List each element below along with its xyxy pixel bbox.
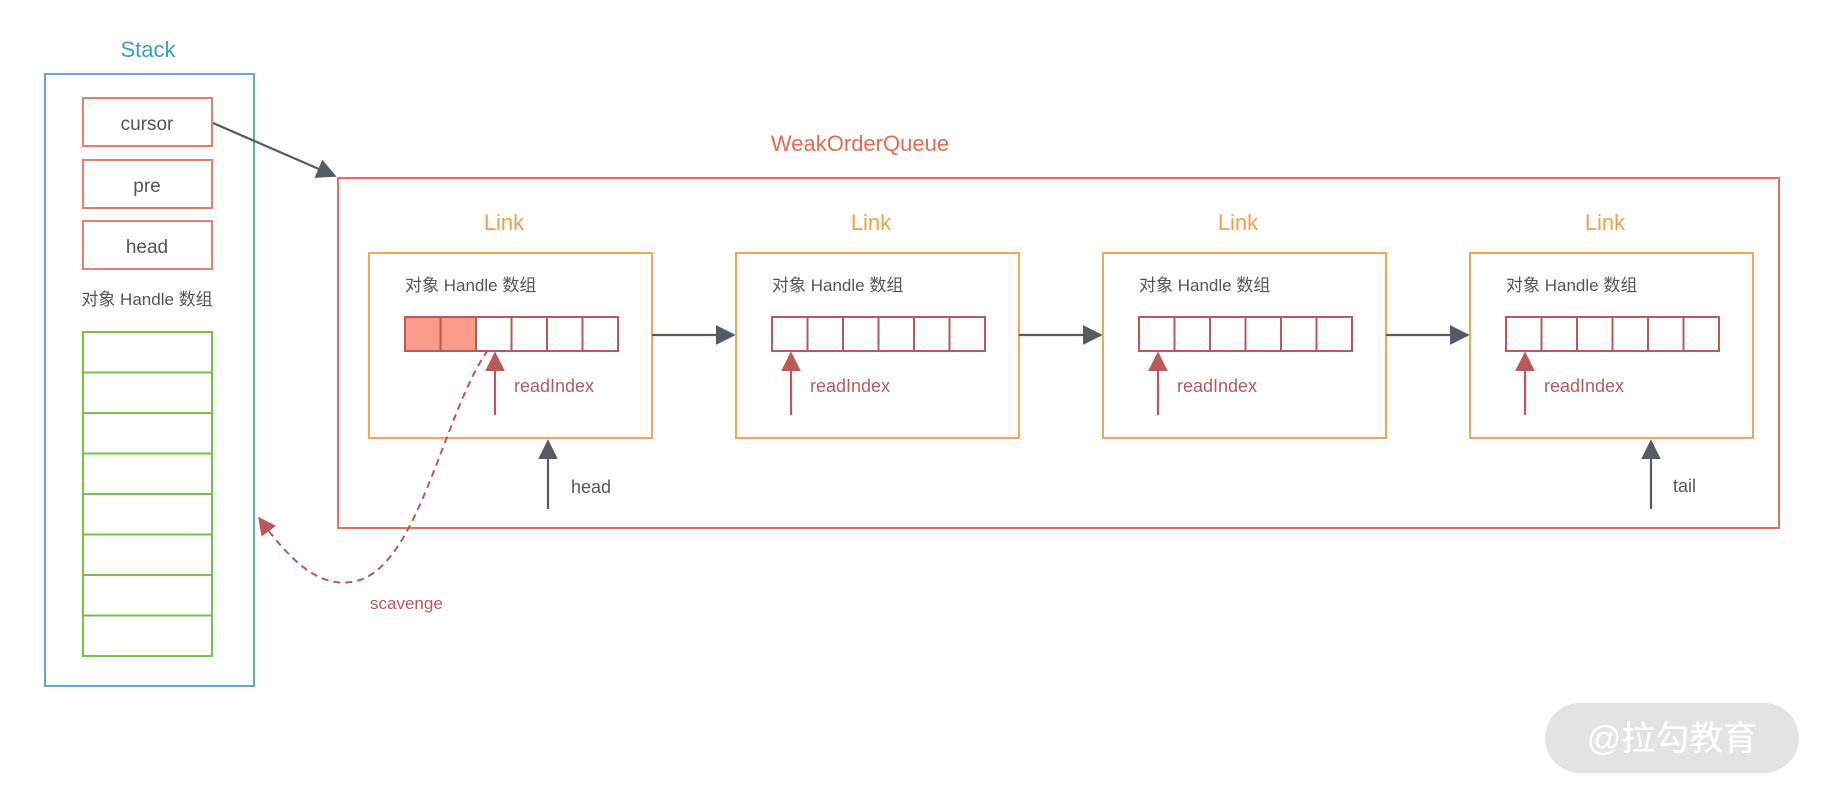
handle-slot: [1505, 316, 1543, 352]
link-array-label: 对象 Handle 数组: [1506, 276, 1637, 295]
handle-slot: [806, 316, 844, 352]
handle-slot: [913, 316, 951, 352]
link-title: Link: [1218, 210, 1259, 235]
link-node-2: Link 对象 Handle 数组 readIndex: [735, 210, 1020, 439]
queue-box: [337, 177, 1780, 529]
handle-slot: [1209, 316, 1247, 352]
handle-slot: [1173, 316, 1211, 352]
read-index-label: readIndex: [1544, 376, 1624, 396]
stack-handle-slot: [82, 493, 213, 536]
stack-handle-array: [82, 331, 213, 657]
stack-handle-slot: [82, 614, 213, 657]
handle-slot: [948, 316, 986, 352]
read-index-label: readIndex: [1177, 376, 1257, 396]
stack-field-label: cursor: [121, 114, 174, 135]
handle-slot-filled: [404, 316, 442, 352]
stack-title: Stack: [120, 37, 176, 62]
link-chain: Link 对象 Handle 数组 readIndex Link 对象 Handle 数…: [368, 210, 1754, 439]
handle-slot: [1682, 316, 1720, 352]
stack-field-cursor: cursor: [82, 97, 213, 147]
handle-slot: [1576, 316, 1614, 352]
stack-handle-slot: [82, 574, 213, 617]
queue-title: WeakOrderQueue: [771, 131, 949, 156]
link-title: Link: [1585, 210, 1626, 235]
link-array-label: 对象 Handle 数组: [1139, 276, 1270, 295]
scavenge-label: scavenge: [370, 594, 443, 613]
handle-slot: [1138, 316, 1176, 352]
link-array-label: 对象 Handle 数组: [405, 276, 536, 295]
stack: Stack cursor pre head 对象 Handle 数组: [44, 37, 255, 687]
watermark-badge: @拉勾教育: [1545, 703, 1799, 773]
handle-slot: [1611, 316, 1649, 352]
stack-handle-slot: [82, 412, 213, 455]
link-title: Link: [851, 210, 892, 235]
stack-field-pre: pre: [82, 159, 213, 209]
handle-slot-filled: [439, 316, 477, 352]
link-node-3: Link 对象 Handle 数组 readIndex: [1102, 210, 1387, 439]
handle-slot: [1647, 316, 1685, 352]
handle-slot: [1315, 316, 1353, 352]
handle-slot: [771, 316, 809, 352]
handle-slot: [546, 316, 584, 352]
handle-slot: [510, 316, 548, 352]
read-index-label: readIndex: [810, 376, 890, 396]
tail-pointer-label: tail: [1673, 476, 1696, 496]
link-title: Link: [484, 210, 525, 235]
handle-slot: [581, 316, 619, 352]
handle-slot: [842, 316, 880, 352]
read-index-label: readIndex: [514, 376, 594, 396]
link-array-label: 对象 Handle 数组: [772, 276, 903, 295]
handle-slot: [1244, 316, 1282, 352]
link-node-4: Link 对象 Handle 数组 readIndex: [1469, 210, 1754, 439]
stack-field-head: head: [82, 220, 213, 270]
stack-handle-slot: [82, 331, 213, 374]
stack-box: [44, 73, 255, 687]
handle-slot: [1280, 316, 1318, 352]
weak-order-queue: WeakOrderQueue Link 对象 Handle 数组 readIndex…: [337, 131, 1780, 529]
stack-field-label: head: [126, 237, 168, 258]
stack-field-label: pre: [133, 176, 160, 197]
handle-slot: [475, 316, 513, 352]
watermark-text: @拉勾教育: [1587, 720, 1758, 758]
scavenge-arrow: [258, 349, 489, 584]
stack-handle-slot: [82, 371, 213, 414]
handle-slot: [877, 316, 915, 352]
stack-array-label: 对象 Handle 数组: [81, 290, 212, 309]
stack-handle-slot: [82, 533, 213, 576]
stack-handle-slot: [82, 452, 213, 495]
link-node-1: Link 对象 Handle 数组 readIndex: [368, 210, 653, 439]
cursor-pointer-arrow: [212, 121, 337, 178]
head-pointer-label: head: [571, 477, 611, 497]
handle-slot: [1540, 316, 1578, 352]
